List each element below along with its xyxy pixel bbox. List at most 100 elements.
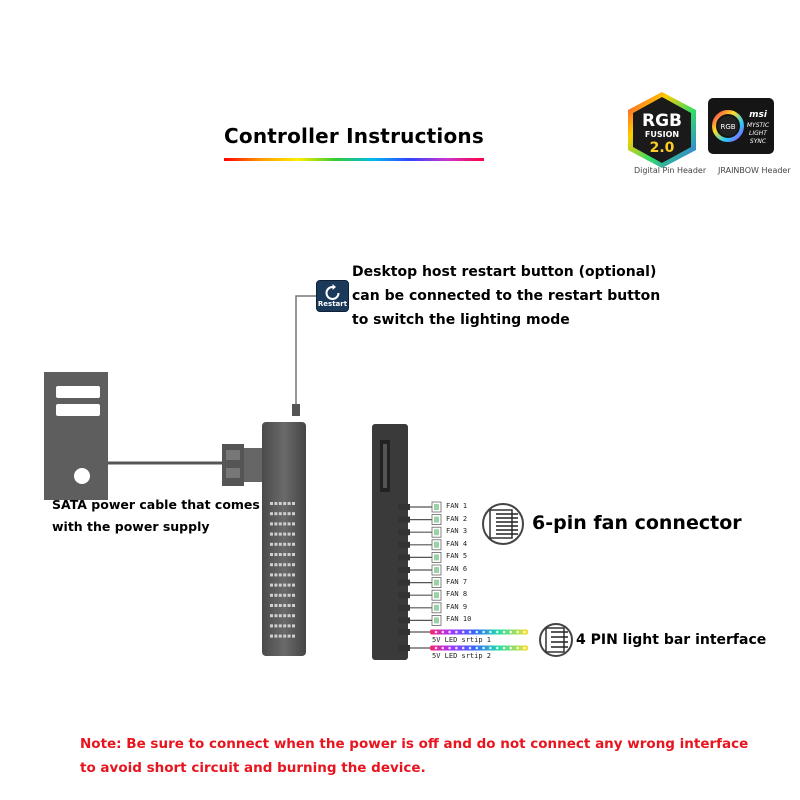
fan-port-5 bbox=[398, 552, 442, 563]
port-pin bbox=[278, 532, 282, 536]
port-pin bbox=[270, 502, 273, 505]
port-pin bbox=[270, 522, 273, 526]
port-pin bbox=[283, 614, 287, 618]
fan-port-6 bbox=[398, 564, 442, 576]
fan-port-label: FAN 5 bbox=[446, 552, 468, 561]
restart-cable-plug bbox=[292, 404, 300, 416]
rgb-fusion-line2: FUSION bbox=[645, 130, 679, 139]
page-title: Controller Instructions bbox=[224, 124, 484, 148]
msi-caption: JRAINBOW Header bbox=[718, 166, 791, 175]
msi-brand: msi bbox=[749, 110, 768, 120]
port-pin bbox=[283, 532, 287, 536]
port-pin bbox=[287, 604, 291, 607]
port-pin bbox=[283, 563, 287, 567]
fan-port-label: FAN 7 bbox=[446, 577, 468, 586]
fan-port-label: FAN 6 bbox=[446, 565, 468, 573]
msi-logo-center: RGB bbox=[720, 123, 735, 131]
port-pin bbox=[278, 573, 282, 577]
port-pin bbox=[274, 634, 278, 638]
fan-port-label: FAN 8 bbox=[446, 590, 468, 599]
port-pin bbox=[283, 542, 287, 546]
port-pin bbox=[278, 583, 282, 587]
port-pin bbox=[287, 573, 291, 577]
controller-front bbox=[262, 422, 306, 656]
led-strip-label: 5V LED srtip 2 bbox=[432, 652, 492, 660]
port-pin bbox=[278, 542, 282, 546]
restart-button-icon: Restart bbox=[316, 280, 349, 312]
fan-port-9 bbox=[398, 602, 442, 614]
port-pin bbox=[270, 634, 273, 638]
port-pin bbox=[278, 512, 282, 516]
port-pin bbox=[274, 532, 278, 536]
port-pin bbox=[292, 573, 295, 577]
fan-port-7 bbox=[398, 577, 442, 588]
port-pin bbox=[274, 553, 278, 556]
port-pin bbox=[287, 634, 291, 638]
port-pin bbox=[287, 614, 291, 618]
port-pin bbox=[287, 563, 291, 567]
port-pin bbox=[292, 583, 295, 587]
port-pin bbox=[270, 553, 273, 556]
fan-connector-label: 6-pin fan connector bbox=[532, 512, 742, 534]
port-pin bbox=[278, 614, 282, 618]
restart-desc-line-3: to switch the lighting mode bbox=[352, 312, 570, 328]
rgb-fusion-logo: RGB FUSION 2.0 bbox=[624, 90, 700, 170]
sata-desc-line-2: with the power supply bbox=[52, 519, 210, 534]
sata-desc-line-1: SATA power cable that comes bbox=[52, 497, 260, 512]
fan-port-10 bbox=[398, 615, 442, 626]
port-pin bbox=[274, 593, 278, 597]
fan-port-label: FAN 9 bbox=[446, 602, 468, 611]
note-line-2: to avoid short circuit and burning the d… bbox=[80, 760, 426, 776]
port-pin bbox=[292, 604, 295, 607]
port-pin bbox=[270, 512, 273, 516]
port-pin bbox=[270, 532, 273, 536]
fan-port-3 bbox=[398, 526, 442, 538]
port-pin bbox=[283, 634, 287, 638]
port-pin bbox=[287, 553, 291, 556]
port-pin bbox=[283, 553, 287, 556]
port-pin bbox=[270, 573, 273, 577]
msi-line1: MYSTIC bbox=[747, 122, 770, 129]
msi-line3: SYNC bbox=[750, 138, 767, 145]
restart-cable bbox=[295, 295, 325, 404]
port-pin bbox=[278, 604, 282, 607]
port-pin bbox=[278, 563, 282, 567]
restart-desc-line-2: can be connected to the restart button bbox=[352, 288, 661, 304]
port-pin bbox=[270, 563, 273, 567]
restart-desc-line-1: Desktop host restart button (optional) bbox=[352, 264, 657, 280]
port-pin bbox=[270, 542, 273, 546]
port-pin bbox=[292, 563, 295, 567]
four-pin-connector-icon bbox=[539, 623, 573, 657]
port-pin bbox=[287, 522, 291, 526]
fan-port-label: FAN 4 bbox=[446, 539, 468, 548]
fan-port-2 bbox=[398, 514, 442, 525]
port-pin bbox=[278, 593, 282, 597]
rainbow-underline bbox=[224, 158, 484, 161]
fan-port-8 bbox=[398, 589, 442, 601]
port-pin bbox=[278, 553, 282, 556]
sata-cable bbox=[108, 444, 264, 486]
restart-description: Desktop host restart button (optional) c… bbox=[352, 260, 660, 332]
port-pin bbox=[283, 522, 287, 526]
note-line-1: Note: Be sure to connect when the power … bbox=[80, 736, 749, 752]
port-pin bbox=[274, 573, 278, 577]
fan-port-label: FAN 10 bbox=[446, 615, 472, 624]
port-pin bbox=[274, 512, 278, 516]
led-strip-2 bbox=[398, 645, 528, 651]
port-pin bbox=[283, 583, 287, 587]
rgb-fusion-line3: 2.0 bbox=[650, 140, 675, 156]
controller-side bbox=[372, 424, 408, 660]
fan-port-label: FAN 2 bbox=[446, 514, 468, 523]
port-pin bbox=[292, 614, 295, 618]
port-pin bbox=[292, 553, 295, 556]
port-pin bbox=[278, 634, 282, 638]
msi-line2: LIGHT bbox=[749, 130, 768, 137]
rgb-fusion-caption: Digital Pin Header bbox=[634, 166, 707, 175]
port-pin bbox=[283, 512, 287, 516]
port-pin bbox=[270, 624, 273, 628]
restart-icon-label: Restart bbox=[317, 300, 348, 308]
rgb-fusion-line1: RGB bbox=[642, 111, 682, 131]
warning-note: Note: Be sure to connect when the power … bbox=[80, 732, 780, 780]
pc-tower-icon bbox=[44, 372, 108, 500]
port-pin bbox=[274, 522, 278, 526]
